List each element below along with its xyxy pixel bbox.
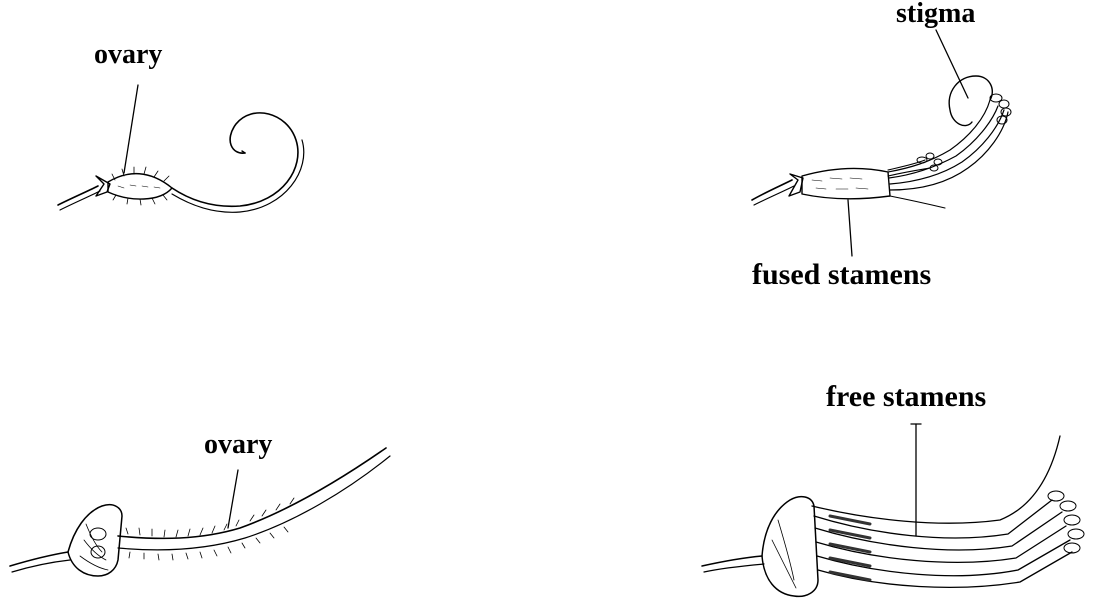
leader-stigma <box>936 30 968 98</box>
stamens-free-bottom-right <box>702 424 1084 596</box>
label-fused-stamens: fused stamens <box>752 258 931 292</box>
pistil-bottom-left <box>10 448 390 576</box>
leader-ovary-top <box>124 85 138 173</box>
leader-ovary-bottom <box>228 470 238 528</box>
label-stigma: stigma <box>896 0 975 30</box>
stamens-fused-top-right <box>752 30 1011 256</box>
pistil-top-left <box>58 85 304 212</box>
leader-fused-stamens <box>848 200 852 256</box>
label-free-stamens: free stamens <box>826 380 986 414</box>
label-ovary-top: ovary <box>94 39 162 71</box>
label-ovary-bottom: ovary <box>204 429 272 461</box>
